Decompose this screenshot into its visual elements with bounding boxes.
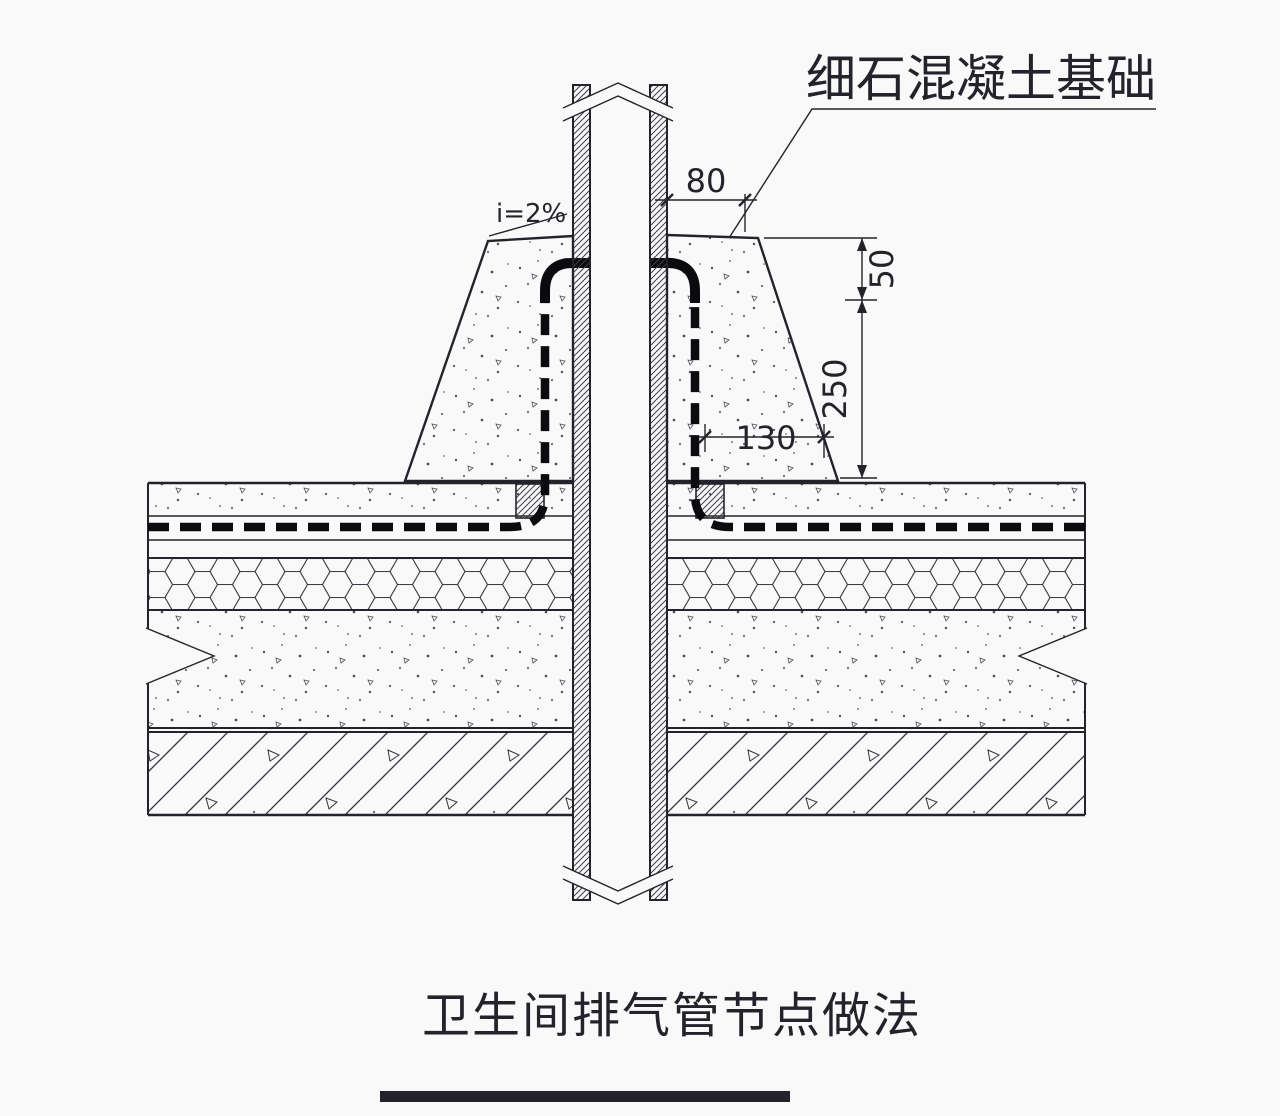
slope-annotation: i=2% (488, 199, 568, 237)
dimension-bottom-width: 130 (698, 419, 834, 458)
drawing-title-block: 卫生间排气管节点做法 (380, 988, 922, 1102)
dimv-arrow-mid-up (857, 287, 867, 300)
pipe-break-top-mask (563, 83, 673, 121)
pipe-break-bottom-line1 (562, 865, 674, 892)
slab-break-left-mask (146, 628, 214, 684)
drawing-title-text: 卫生间排气管节点做法 (422, 988, 922, 1044)
dim80-tick-left (660, 193, 674, 207)
slope-label-text: i=2% (496, 199, 566, 229)
dimv-arrow-mid-down (857, 300, 867, 313)
slab-break-left-line (145, 627, 216, 685)
dim80-tick-right (738, 193, 752, 207)
exhaust-pipe (572, 84, 668, 901)
dimv-arrow-bottom (857, 465, 867, 478)
dimension-vertical: 50 250 (764, 237, 901, 479)
pipe-wall-left (572, 84, 591, 901)
dim-top-width-text: 80 (686, 162, 727, 200)
hatch-layer-left (148, 732, 573, 815)
dim130-tick-right (817, 430, 831, 444)
leader-label-text: 细石混凝土基础 (806, 50, 1156, 108)
dimension-top-width: 80 (655, 162, 757, 232)
dim-base-height-text: 250 (816, 358, 854, 419)
insulation-layer-right (667, 558, 1085, 610)
dimv-arrow-top (857, 238, 867, 251)
title-underline-bar (380, 1091, 790, 1102)
pipe-break-bottom-mask (563, 866, 673, 904)
screed-layer-right (667, 484, 1085, 515)
slab-break-right-mask (1019, 628, 1087, 684)
floor-assembly (147, 481, 1086, 817)
slab-layer-left (148, 611, 573, 728)
leader-annotation: 细石混凝土基础 (728, 50, 1156, 239)
slope-indicator-line (488, 213, 568, 237)
pipe-break-bottom-line2 (562, 878, 674, 905)
sealant-blocks (515, 483, 725, 519)
break-symbols (145, 82, 1088, 905)
pipe-wall-right (649, 84, 668, 901)
insulation-layer-left (148, 558, 573, 610)
pipe-break-top-line1 (562, 82, 674, 109)
dim-bottom-width-text: 130 (735, 419, 796, 457)
pipe-bore (590, 85, 650, 900)
leader-line (728, 108, 1156, 239)
concrete-base (403, 233, 840, 483)
pipe-break-top-line2 (562, 95, 674, 122)
hatch-layer-right (667, 732, 1085, 815)
dim130-tick-left (698, 430, 712, 444)
screed-layer-left (148, 484, 573, 515)
slab-break-right-line (1017, 627, 1088, 685)
dim-upstand-height-text: 50 (863, 249, 901, 290)
slab-layer-right (667, 611, 1085, 728)
